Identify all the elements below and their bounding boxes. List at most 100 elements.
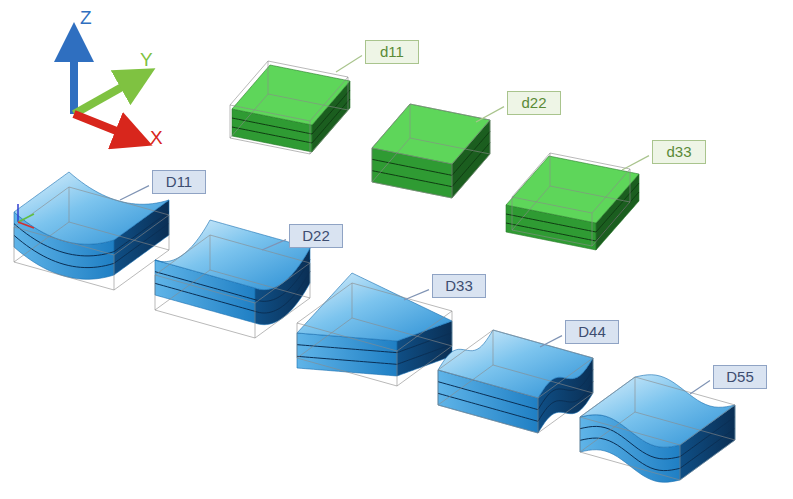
leader-line bbox=[540, 336, 562, 347]
wireframe-edge bbox=[538, 398, 539, 433]
axis-label: Z bbox=[80, 8, 92, 28]
wireframe-edge bbox=[592, 169, 630, 213]
wireframe-edge bbox=[512, 197, 513, 230]
wireframe-edge bbox=[680, 440, 735, 480]
blue-slab bbox=[438, 330, 593, 433]
wireframe-edge bbox=[297, 283, 352, 323]
wireframe-edge bbox=[310, 110, 348, 154]
wireframe-edge bbox=[230, 61, 268, 105]
slab-top bbox=[506, 156, 639, 223]
wireframe-edge bbox=[310, 121, 311, 154]
wireframe-edge bbox=[438, 370, 538, 398]
wireframe-edge bbox=[580, 417, 581, 452]
wireframe-edge bbox=[297, 323, 298, 358]
wireframe-edge bbox=[297, 323, 397, 351]
green-slab bbox=[506, 153, 639, 250]
label-text: D22 bbox=[299, 228, 333, 244]
wireframe-edge bbox=[550, 186, 630, 202]
wireframe-edge bbox=[592, 213, 593, 246]
label-box: D44 bbox=[565, 320, 619, 344]
wireframe-edge bbox=[230, 105, 310, 121]
wireframe-edge bbox=[680, 445, 681, 480]
leader-line bbox=[476, 107, 504, 122]
wireframe-edge bbox=[512, 230, 592, 246]
axis-label: Y bbox=[140, 50, 153, 70]
wireframe-edge bbox=[268, 94, 348, 110]
wireframe-edge bbox=[438, 405, 538, 433]
wireframe-edge bbox=[538, 358, 593, 398]
label-text: d11 bbox=[375, 44, 409, 60]
wireframe-edge bbox=[438, 370, 439, 405]
wireframe-edge bbox=[230, 105, 231, 138]
axis-triad bbox=[74, 42, 138, 138]
wireframe-edge bbox=[735, 405, 736, 440]
slab-top bbox=[155, 220, 310, 290]
wireframe-edge bbox=[580, 452, 680, 480]
wireframe-edge bbox=[155, 235, 210, 275]
wireframe-edge bbox=[512, 197, 592, 213]
label-box: D22 bbox=[289, 224, 343, 248]
layer-line bbox=[297, 356, 397, 364]
wireframe-edge bbox=[372, 138, 410, 182]
wireframe-edge bbox=[210, 235, 211, 270]
green-slab bbox=[372, 104, 490, 198]
wireframe-edge bbox=[452, 120, 490, 164]
wireframe-edge bbox=[438, 330, 493, 370]
wireframe-edge bbox=[268, 61, 348, 77]
blue-slab bbox=[580, 375, 735, 483]
blue-slab bbox=[297, 273, 452, 386]
wireframe-edge bbox=[155, 270, 210, 310]
wireframe-edge bbox=[69, 187, 70, 222]
wireframe-edge bbox=[14, 262, 114, 290]
wireframe-edge bbox=[310, 263, 311, 298]
wireframe-edge bbox=[372, 148, 452, 164]
slab-top bbox=[297, 273, 452, 341]
label-box: D11 bbox=[152, 170, 206, 194]
wireframe-edge bbox=[592, 202, 630, 246]
layer-line bbox=[297, 345, 397, 353]
wireframe-edge bbox=[14, 222, 69, 262]
wireframe-edge bbox=[297, 318, 352, 358]
wireframe-edge bbox=[14, 227, 15, 262]
wireframe-edge bbox=[593, 358, 594, 393]
label-box: d22 bbox=[507, 91, 561, 115]
leader-line bbox=[120, 186, 149, 200]
wireframe-edge bbox=[630, 169, 631, 202]
label-text: d22 bbox=[517, 95, 551, 111]
wireframe-edge bbox=[397, 311, 452, 351]
wireframe-edge bbox=[580, 417, 680, 445]
label-box: d11 bbox=[365, 40, 419, 64]
wireframe-edge bbox=[310, 77, 348, 121]
wireframe-edge bbox=[155, 275, 156, 310]
wireframe-edge bbox=[230, 94, 268, 138]
wireframe-edge bbox=[410, 138, 490, 154]
wireframe-edge bbox=[452, 164, 453, 198]
wireframe-edge bbox=[512, 186, 550, 230]
label-text: D55 bbox=[723, 369, 757, 385]
wireframe-edge bbox=[397, 351, 398, 386]
axis-label: X bbox=[150, 128, 163, 148]
wireframe-edge bbox=[297, 358, 397, 386]
wireframe-edge bbox=[114, 255, 115, 290]
label-text: D33 bbox=[442, 278, 476, 294]
layer-line bbox=[506, 223, 596, 241]
label-text: d33 bbox=[662, 144, 696, 160]
leader-line bbox=[690, 381, 710, 394]
wireframe-edge bbox=[410, 104, 411, 138]
wireframe-edge bbox=[352, 283, 353, 318]
leader-line bbox=[262, 240, 286, 250]
layer-line bbox=[438, 393, 538, 421]
slab-top bbox=[372, 104, 490, 164]
leader-line bbox=[336, 56, 362, 72]
wireframe-edge bbox=[155, 275, 255, 303]
wireframe-edge bbox=[268, 61, 269, 94]
label-text: D11 bbox=[162, 174, 196, 190]
wireframe-edge bbox=[155, 310, 255, 338]
wireframe-edge bbox=[348, 77, 349, 110]
wireframe-edge bbox=[255, 263, 310, 303]
wireframe-edge bbox=[490, 120, 491, 154]
label-text: D44 bbox=[575, 324, 609, 340]
wireframe-edge bbox=[512, 153, 550, 197]
